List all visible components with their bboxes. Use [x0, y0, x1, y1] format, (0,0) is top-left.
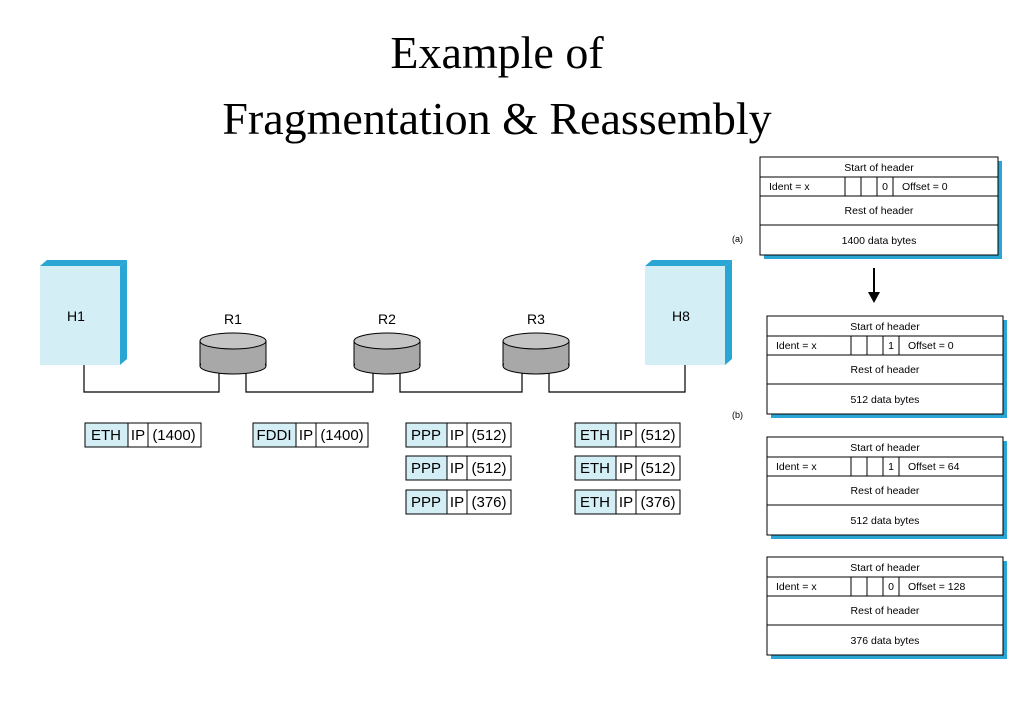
packet-size: (512)	[471, 460, 506, 477]
data-bytes: 512 data bytes	[851, 394, 920, 406]
packet-proto: PPP	[411, 494, 441, 511]
host-h8-label: H8	[672, 308, 690, 324]
host-h8: H8	[645, 260, 732, 365]
datagram-fragment-1: Start of header Ident = x 1 Offset = 0 R…	[766, 315, 1007, 418]
header-start: Start of header	[850, 562, 920, 574]
header-rest: Rest of header	[851, 485, 920, 497]
router-r1-label: R1	[224, 311, 242, 327]
packet-group-4: ETH IP (512) ETH IP (512) ETH IP (376)	[574, 422, 681, 515]
header-offset: Offset = 0	[902, 181, 948, 193]
packet-proto: ETH	[580, 460, 610, 477]
packet-size: (1400)	[152, 427, 195, 444]
packet-proto: FDDI	[257, 427, 292, 444]
header-mf-flag: 1	[888, 461, 894, 473]
packet: FDDI IP (1400)	[252, 422, 369, 448]
network-wiring	[83, 365, 686, 393]
packet: ETH IP (512)	[574, 455, 681, 481]
header-mf-flag: 0	[882, 181, 888, 193]
header-start: Start of header	[844, 162, 914, 174]
packet: PPP IP (512)	[405, 422, 512, 448]
packet-ip: IP	[131, 427, 145, 444]
packet-proto: PPP	[411, 460, 441, 477]
packet-ip: IP	[619, 460, 633, 477]
packet-proto: ETH	[580, 494, 610, 511]
data-bytes: 376 data bytes	[851, 635, 920, 647]
header-ident: Ident = x	[776, 581, 817, 593]
packet-ip: IP	[619, 494, 633, 511]
header-offset: Offset = 64	[908, 461, 960, 473]
packet: ETH IP (376)	[574, 489, 681, 515]
datagram-original: Start of header Ident = x 0 Offset = 0 R…	[759, 156, 1002, 259]
header-rest: Rest of header	[851, 364, 920, 376]
header-mf-flag: 0	[888, 581, 894, 593]
packet: PPP IP (512)	[405, 455, 512, 481]
packet-size: (512)	[471, 427, 506, 444]
data-bytes: 1400 data bytes	[842, 235, 917, 247]
header-mf-flag: 1	[888, 340, 894, 352]
packet-size: (1400)	[320, 427, 363, 444]
packet-size: (376)	[471, 494, 506, 511]
header-ident: Ident = x	[769, 181, 810, 193]
header-start: Start of header	[850, 321, 920, 333]
packet: PPP IP (376)	[405, 489, 512, 515]
router-r3-label: R3	[527, 311, 545, 327]
packet-group-3: PPP IP (512) PPP IP (512) PPP IP (376)	[405, 422, 512, 515]
part-label-b: (b)	[732, 410, 743, 420]
datagram-fragment-2: Start of header Ident = x 1 Offset = 64 …	[766, 436, 1007, 539]
host-h1: H1	[40, 260, 127, 365]
datagram-fragment-3: Start of header Ident = x 0 Offset = 128…	[766, 556, 1007, 659]
packet-ip: IP	[450, 427, 464, 444]
packet-proto: ETH	[580, 427, 610, 444]
packet-size: (512)	[640, 460, 675, 477]
title-line-2: Fragmentation & Reassembly	[222, 93, 771, 144]
packet-ip: IP	[619, 427, 633, 444]
header-start: Start of header	[850, 442, 920, 454]
packet-ip: IP	[450, 460, 464, 477]
part-label-a: (a)	[732, 234, 743, 244]
packet-ip: IP	[450, 494, 464, 511]
router-r1: R1	[199, 311, 267, 375]
host-h1-label: H1	[67, 308, 85, 324]
router-r3: R3	[502, 311, 570, 375]
packet-ip: IP	[299, 427, 313, 444]
packet-size: (512)	[640, 427, 675, 444]
header-rest: Rest of header	[851, 605, 920, 617]
packet-proto: ETH	[91, 427, 121, 444]
title-line-1: Example of	[390, 27, 604, 78]
header-ident: Ident = x	[776, 461, 817, 473]
packet: ETH IP (1400)	[84, 422, 202, 448]
packet-group-2: FDDI IP (1400)	[252, 422, 369, 448]
down-arrow-icon	[868, 268, 880, 303]
router-r2: R2	[353, 311, 421, 375]
packet-size: (376)	[640, 494, 675, 511]
header-offset: Offset = 0	[908, 340, 954, 352]
packet-group-1: ETH IP (1400)	[84, 422, 202, 448]
header-ident: Ident = x	[776, 340, 817, 352]
router-r2-label: R2	[378, 311, 396, 327]
packet: ETH IP (512)	[574, 422, 681, 448]
header-rest: Rest of header	[845, 205, 914, 217]
data-bytes: 512 data bytes	[851, 515, 920, 527]
packet-proto: PPP	[411, 427, 441, 444]
header-offset: Offset = 128	[908, 581, 965, 593]
